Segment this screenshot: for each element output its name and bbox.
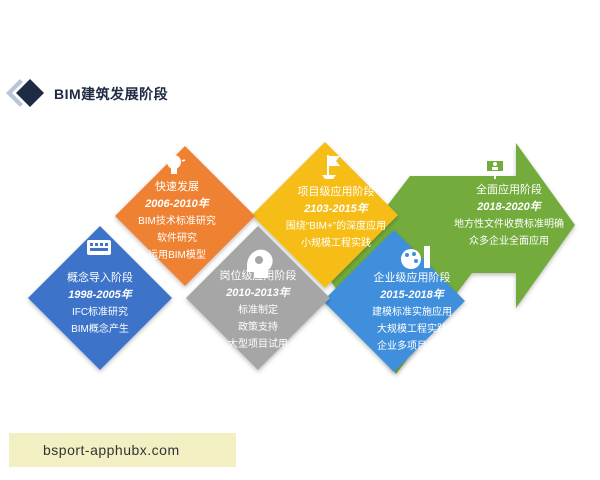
stage-item: 大型项目试用 <box>228 339 288 350</box>
keyboard-icon <box>87 240 111 255</box>
orange-diamond <box>115 146 255 286</box>
stage-item: IFC标准研究 <box>71 307 129 318</box>
blue-diamond <box>28 226 172 370</box>
stage-years: 2018-2020年 <box>477 201 541 213</box>
stage-item: 政策支持 <box>238 322 278 333</box>
stage-name: 概念导入阶段 <box>67 272 133 284</box>
stage-comprehensive: 全面应用阶段 2018-2020年 地方性文件收费标准明确 众多企业全面应用 <box>442 182 576 250</box>
stage-item: 小规模工程实践 <box>301 238 371 249</box>
gray-diamond <box>186 226 330 370</box>
stage-years: 2103-2015年 <box>304 203 368 215</box>
stage-item: 企业多项目应用 <box>377 341 447 352</box>
head-icon <box>247 249 273 278</box>
stage-item: 大规模工程实践 <box>377 324 447 335</box>
stage-item: 地方性文件收费标准明确 <box>454 219 564 230</box>
lightbulb-icon <box>162 150 186 174</box>
stage-item: 围绕“BIM+”的深度应用 <box>285 221 387 232</box>
yellow-diamond <box>252 142 398 288</box>
header-diamond-logo <box>6 79 44 107</box>
stage-position: 岗位级应用阶段 2010-2013年 标准制定 政策支持 大型项目试用 <box>202 268 314 353</box>
stage-item: 众多企业全面应用 <box>469 236 549 247</box>
palette-icon <box>401 246 430 269</box>
stage-years: 1998-2005年 <box>68 289 132 301</box>
flag-icon <box>322 155 340 179</box>
stage-name: 快速发展 <box>155 181 199 193</box>
stage-name: 全面应用阶段 <box>476 184 542 196</box>
stage-item: BIM概念产生 <box>71 324 129 335</box>
stage-project: 项目级应用阶段 2103-2015年 围绕“BIM+”的深度应用 小规模工程实践 <box>280 184 392 252</box>
stage-item: 标准制定 <box>238 305 278 316</box>
page-title: BIM建筑发展阶段 <box>54 86 169 102</box>
stage-item: BIM技术标准研究 <box>138 216 216 227</box>
stage-rapid: 快速发展 2006-2010年 BIM技术标准研究 软件研究 运用BIM模型 <box>121 179 233 264</box>
site-banner[interactable]: bsport-apphubx.com <box>9 433 236 467</box>
stage-name: 项目级应用阶段 <box>297 186 375 198</box>
stage-item: 软件研究 <box>157 233 197 244</box>
stage-concept: 概念导入阶段 1998-2005年 IFC标准研究 BIM概念产生 <box>44 270 156 338</box>
stage-item: 运用BIM模型 <box>148 250 206 261</box>
stage-name: 企业级应用阶段 <box>373 272 451 284</box>
stage-item: 建模标准实施应用 <box>372 307 452 318</box>
stage-name: 岗位级应用阶段 <box>219 270 297 282</box>
stage-enterprise: 企业级应用阶段 2015-2018年 建模标准实施应用 大规模工程实践 企业多项… <box>356 270 468 355</box>
stage-years: 2010-2013年 <box>226 287 290 299</box>
presentation-icon <box>484 158 506 179</box>
stage-years: 2015-2018年 <box>380 289 444 301</box>
stage-years: 2006-2010年 <box>145 198 209 210</box>
